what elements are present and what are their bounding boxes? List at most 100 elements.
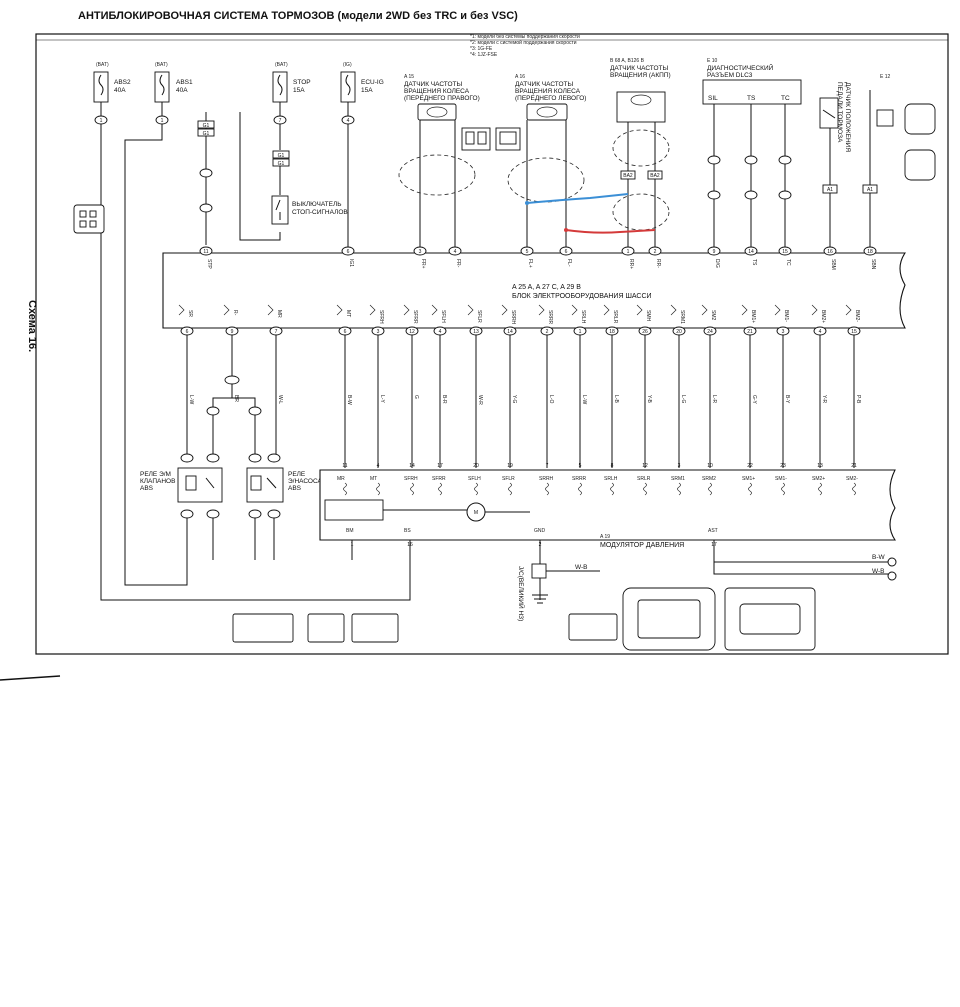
modulator-coil	[748, 482, 752, 496]
ecu-name: БЛОК ЭЛЕКТРООБОРУДОВАНИЯ ШАССИ	[512, 293, 652, 300]
ecu-top-pin-label: FL+	[527, 259, 533, 268]
modulator-coil	[708, 482, 712, 496]
sensor-fr-ref: A 15	[404, 74, 414, 80]
ecu-top-pin-label: IG1	[348, 259, 354, 267]
relay-valve-l1: РЕЛЕ Э/М	[140, 471, 171, 478]
ecu-bottom-pin-label: SMH	[645, 310, 651, 322]
svg-text:G1: G1	[203, 123, 210, 129]
wire-color-label: Y-R	[821, 395, 827, 404]
modulator-pin-name: SM1+	[742, 476, 755, 482]
modulator-pin-num: 23	[780, 463, 786, 469]
sensor-fl-l2: ВРАЩЕНИЯ КОЛЕСА	[515, 88, 581, 95]
fuse-pins: 1 1 7 4	[94, 115, 355, 125]
modulator-bottom-pin-name: GND	[534, 528, 546, 534]
junction-connectors: G1 G1 G1 G1	[197, 120, 290, 213]
wire-color-label: L-G	[680, 395, 686, 403]
modulator-ref: A 19	[600, 534, 610, 540]
connector-face-left	[73, 204, 105, 234]
blue-dot	[525, 201, 529, 205]
ecu-refs: A 25 A, A 27 C, A 29 B	[512, 284, 581, 291]
wire-color-label: BR	[233, 395, 239, 402]
dlc-l1: ДИАГНОСТИЧЕСКИЙ	[707, 63, 774, 72]
fuse-stop-name: STOP	[293, 79, 311, 86]
ecu-top-pin	[778, 246, 792, 256]
modulator-coil	[376, 482, 380, 496]
ecu-switch-symbol	[571, 304, 578, 316]
ecu-top-pin-num: 18	[867, 249, 873, 255]
ecu-top-pin-label: FL-	[566, 259, 572, 267]
modulator-coil	[474, 482, 478, 496]
ecu-bottom-pin-num: 18	[609, 329, 615, 335]
fuse-abs2-name: ABS2	[114, 79, 131, 86]
ecu-top-pin	[520, 246, 534, 256]
note-1: *1: модели без системы поддержания скоро…	[470, 34, 580, 40]
wire-color-label: B-R	[441, 395, 447, 404]
modulator-pin-name: SRRH	[539, 476, 554, 482]
fuse-abs2: (BAT) ABS2 40A	[93, 62, 131, 120]
ecu-bottom-pin-label: SFLR	[476, 310, 482, 323]
ecu-top-pin	[648, 246, 662, 256]
modulator-pin-name: SM1-	[775, 476, 787, 482]
ecu-switch-symbol	[811, 304, 818, 316]
wire-color-label: B-Y	[784, 395, 790, 404]
ecu-switch-symbol	[845, 304, 852, 316]
fuse-abs1: (BAT) ABS1 40A	[154, 62, 193, 120]
highlight-blue-wire	[526, 193, 629, 204]
pressure-modulator: M МОДУЛЯТОР ДАВЛЕНИЯ A 19	[319, 469, 897, 549]
ecu-switch-symbol	[431, 304, 438, 316]
modulator-coil	[410, 482, 414, 496]
modulator-pin-num: 13	[817, 463, 823, 469]
modulator-pin-name: SRRR	[572, 476, 587, 482]
relay-pump-l3: ABS	[288, 485, 302, 492]
svg-text:BA2: BA2	[650, 173, 660, 179]
modulator-coil	[677, 482, 681, 496]
ecu-bottom-pin-num: 2	[546, 329, 549, 335]
ecu-bottom-pin-num: 4	[819, 329, 822, 335]
ecu-switch-symbol	[603, 304, 610, 316]
svg-text:M: M	[474, 510, 478, 516]
ecu-top-pin-label: D/G	[714, 259, 720, 268]
wire-color-label: G	[413, 395, 419, 399]
modulator-pin-num: 19	[507, 463, 513, 469]
wire-color-label: B-W	[346, 395, 352, 405]
relay-valve-abs: РЕЛЕ Э/М КЛАПАНОВ ABS	[140, 453, 223, 560]
ecu-top-pin-num: 9	[713, 249, 716, 255]
svg-text:4: 4	[347, 118, 350, 124]
pedal-ref: E 12	[880, 74, 891, 80]
fuse-abs1-name: ABS1	[176, 79, 193, 86]
relay-pump-l1: РЕЛЕ	[288, 471, 306, 478]
ecu-bottom-pin-num: 14	[507, 329, 513, 335]
sensor-fr-l2: ВРАЩЕНИЯ КОЛЕСА	[404, 88, 470, 95]
sensor-front-right: A 15 ДАТЧИК ЧАСТОТЫ ВРАЩЕНИЯ КОЛЕСА (ПЕР…	[398, 74, 491, 248]
modulator-coil	[545, 482, 549, 496]
ecu-switch-symbol	[741, 304, 748, 316]
fuse-abs1-rating: 40A	[176, 87, 188, 94]
ecu-bottom-pin-num: 24	[707, 329, 713, 335]
ecu-top-pin-label: FR-	[455, 259, 461, 268]
sensor-transmission: B 68 A, B126 B ДАТЧИК ЧАСТОТЫ ВРАЩЕНИЯ (…	[610, 58, 671, 248]
wire-color-label: L-W	[581, 395, 587, 404]
ecu-top-pin-num: 3	[419, 249, 422, 255]
pedal-l2: ПЕДАЛИ ТОРМОЗА	[836, 82, 843, 143]
ecu-top-pin-num: 2	[654, 249, 657, 255]
svg-text:BA2: BA2	[623, 173, 633, 179]
ecu-top-pin	[863, 246, 877, 256]
svg-text:G1: G1	[203, 131, 210, 137]
pedal-l1: ДАТЧИК ПОЛОЖЕНИЯ	[844, 82, 851, 152]
relay-valve-l2: КЛАПАНОВ	[140, 478, 175, 485]
ground-wire-label: W-B	[575, 564, 588, 571]
ground-label: J/C(ВЕЛИКИЙ НЗ)	[517, 566, 526, 621]
fuse-ecu-ig-rating: 15A	[361, 87, 373, 94]
ecu-top-pin-num: 11	[203, 249, 208, 255]
svg-text:A1: A1	[867, 187, 873, 193]
dlc-pin-ts: TS	[747, 95, 756, 102]
sensor-fr-l3: (ПЕРЕДНЕГО ПРАВОГО)	[404, 95, 480, 102]
modulator-bottom-pin-name: BS	[404, 528, 411, 534]
ecu-bottom-pin-num: 4	[439, 329, 442, 335]
ecu-switch-symbol	[538, 304, 545, 316]
ecu-switch-symbol	[636, 304, 643, 316]
ecu-switch-symbol	[670, 304, 677, 316]
modulator-pin-num: 12	[642, 463, 648, 469]
